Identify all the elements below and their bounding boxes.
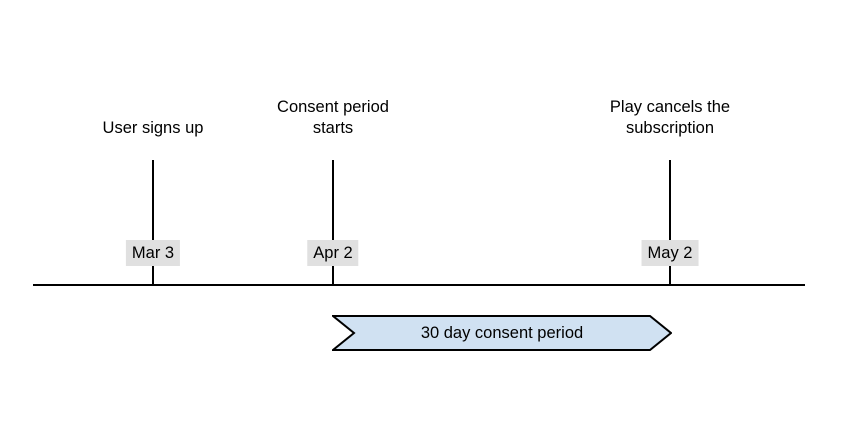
event-date-chip-may-2: May 2 [641,240,699,266]
event-label-user-signs-up: User signs up [102,119,204,137]
event-label-play-cancels-subscription: Play cancels the subscription [609,98,731,137]
consent-period-banner-shape [332,315,672,351]
chevron-shape [332,315,672,351]
event-date-chip-apr-2: Apr 2 [307,240,359,266]
consent-period-banner-label: 30 day consent period [420,323,584,342]
timeline-axis [33,284,805,286]
event-stem-consent-period-starts [332,160,334,285]
event-stem-user-signs-up [152,160,154,285]
event-stem-play-cancels-subscription [669,160,671,285]
event-label-consent-period-starts: Consent period starts [277,98,389,137]
event-date-chip-mar-3: Mar 3 [125,240,181,266]
consent-period-banner: 30 day consent period [332,315,672,351]
